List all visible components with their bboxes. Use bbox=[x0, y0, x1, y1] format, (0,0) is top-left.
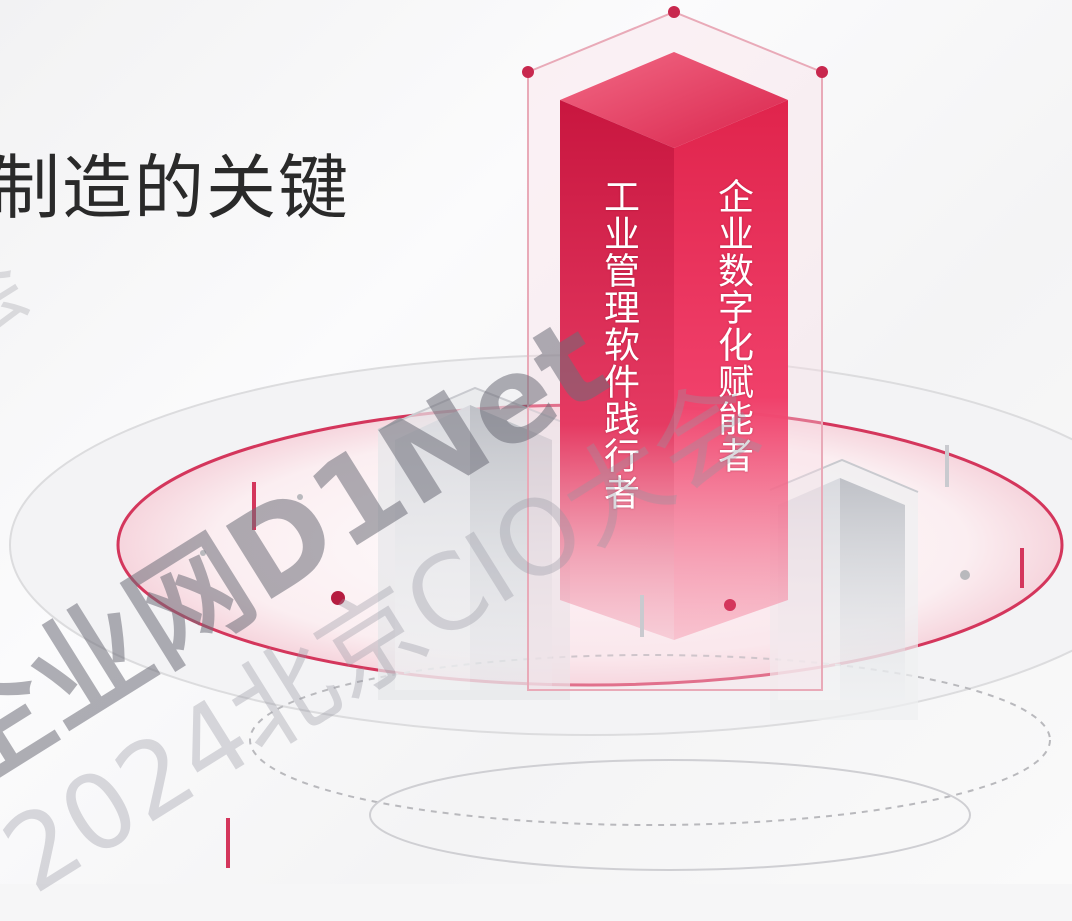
platform-illustration bbox=[9, 6, 1072, 871]
accent-dot bbox=[200, 550, 206, 556]
pillar-label-right: 企业数字化赋能者 bbox=[712, 178, 753, 474]
grey-pillar-left-side bbox=[470, 405, 552, 690]
vertex-dot bbox=[816, 66, 828, 78]
accent-dot bbox=[960, 570, 970, 580]
grey-pillar-right-side bbox=[840, 478, 905, 700]
grey-pillar-left-front bbox=[395, 405, 470, 690]
base-ring bbox=[369, 759, 971, 871]
accent-bar bbox=[252, 482, 256, 530]
dashed-orbit bbox=[249, 654, 1051, 826]
accent-bar bbox=[945, 445, 949, 487]
accent-dot bbox=[297, 494, 303, 500]
accent-bar bbox=[640, 595, 644, 637]
vertex-dot bbox=[668, 6, 680, 18]
accent-bar bbox=[1020, 548, 1024, 588]
accent-dot bbox=[724, 599, 736, 611]
accent-bar bbox=[226, 818, 230, 868]
grey-pillar-right-front bbox=[778, 478, 840, 700]
red-pillar-side bbox=[674, 100, 788, 640]
slide-title: 制造的关键 bbox=[0, 147, 350, 229]
vertex-dot bbox=[522, 66, 534, 78]
red-pillar-front bbox=[560, 100, 674, 640]
pillar-label-left: 工业管理软件践行者 bbox=[598, 178, 639, 511]
accent-dot bbox=[331, 591, 345, 605]
